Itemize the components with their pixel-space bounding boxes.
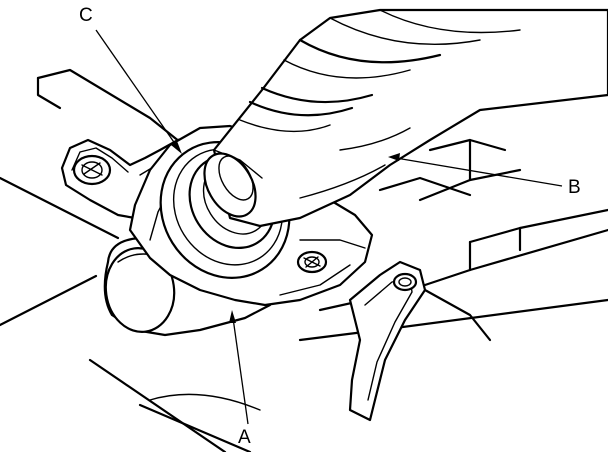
callout-b: B	[568, 177, 581, 198]
arrow-c	[171, 141, 182, 154]
body-panel	[0, 68, 608, 452]
leader-b	[395, 157, 563, 187]
leader-c	[95, 29, 179, 149]
leader-lines	[95, 29, 563, 425]
leader-a	[232, 317, 249, 425]
arrow-a	[229, 310, 236, 323]
right-crossmember-bracket	[348, 260, 492, 422]
callout-a: A	[238, 427, 251, 448]
arrow-b	[388, 153, 400, 161]
drive-shaft	[203, 8, 608, 228]
callout-c: C	[79, 5, 93, 26]
housing-bolt	[296, 250, 328, 274]
